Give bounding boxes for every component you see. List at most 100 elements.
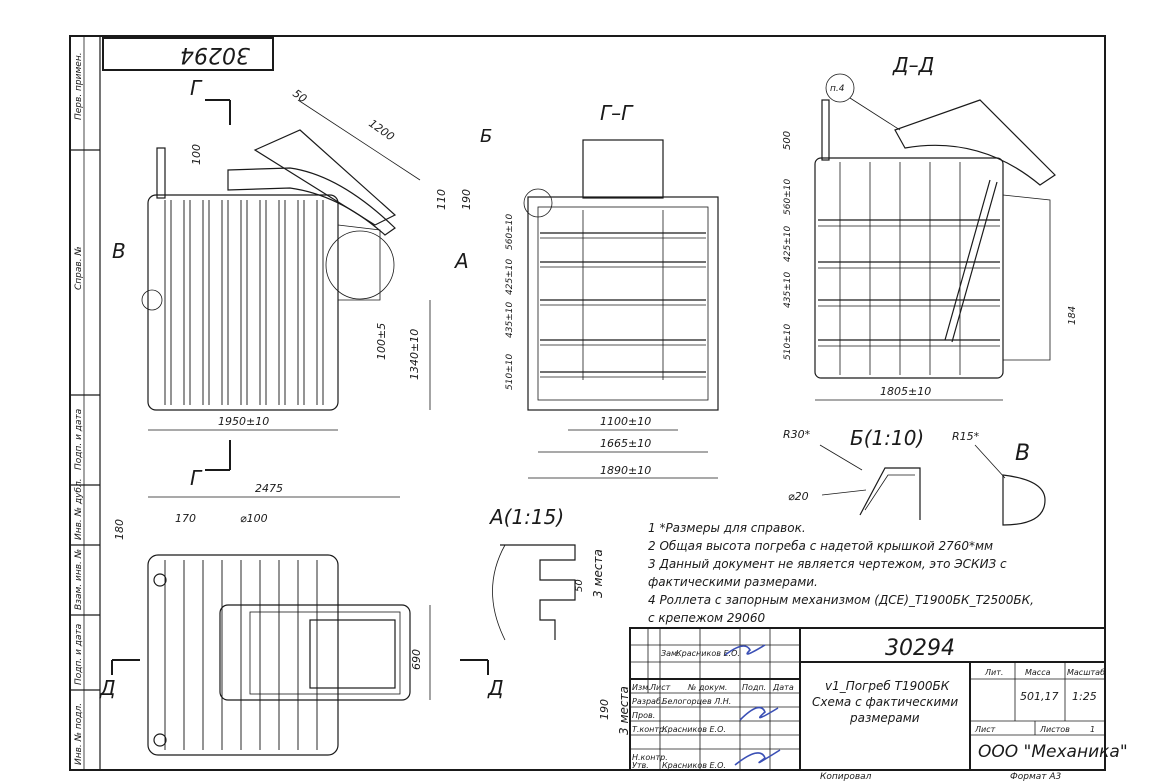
detail-v-view: В R15* xyxy=(952,430,1046,526)
top-stamp-box xyxy=(102,37,274,71)
front-view: Г–Г Б 560±10 425±10 435±10 510±10 1100±1… xyxy=(480,101,719,479)
signature-1 xyxy=(724,644,766,656)
detail-b-dim-r30: R30* xyxy=(783,428,811,441)
front-dim-435: 435±10 xyxy=(505,302,515,338)
front-dim-1890: 1890±10 xyxy=(600,464,651,477)
detail-v-dim-r15: R15* xyxy=(952,430,980,443)
side-dim-height: 1340±10 xyxy=(408,329,421,380)
detail-v-label: В xyxy=(112,239,126,263)
margin-label-4: Инв. № дубл. xyxy=(74,478,84,540)
tb-row-utv-role: Утв. xyxy=(632,761,649,770)
tb-row-utv-name: Красников Е.О. xyxy=(662,761,726,770)
detail-v-circle xyxy=(141,289,163,311)
dd-dim-435: 435±10 xyxy=(783,272,793,308)
front-dim-1665: 1665±10 xyxy=(600,437,651,450)
detail-a-dim-3places-2: 3 места xyxy=(617,686,631,735)
tb-header-date: Дата xyxy=(772,683,794,692)
side-dim-50: 50 xyxy=(290,87,309,106)
tb-name-line3: размерами xyxy=(849,711,920,725)
tb-row-razrab-name: Белогорцев Л.Н. xyxy=(662,697,731,706)
tb-mass-label: Масса xyxy=(1025,668,1051,677)
detail-b-view: Б(1:10) R30* ⌀20 xyxy=(783,426,924,520)
tb-sheets-label: Листов xyxy=(1039,725,1070,734)
tb-scale-value: 1:25 xyxy=(1072,690,1097,703)
tb-row-zam-role: Зам. xyxy=(661,649,680,658)
top-dim-2475: 2475 xyxy=(255,482,283,495)
detail-a-label: А xyxy=(453,249,469,273)
front-body xyxy=(527,196,719,411)
tb-scale-label: Масштаб xyxy=(1067,668,1105,677)
detail-a-dim-50: 50 xyxy=(574,579,585,592)
section-dd-body xyxy=(814,157,1004,379)
front-dim-510: 510±10 xyxy=(505,354,515,390)
tb-mass-value: 501,17 xyxy=(1020,690,1059,703)
section-mark-d-left: Д xyxy=(99,676,116,700)
title-doc-number: 30294 xyxy=(885,636,955,661)
top-stamp-number: 30294 xyxy=(180,42,250,67)
front-dim-1100: 1100±10 xyxy=(600,415,651,428)
side-dim-width: 1950±10 xyxy=(218,415,269,428)
section-mark-g-top: Г xyxy=(190,76,203,100)
side-dim-100-5: 100±5 xyxy=(375,323,388,360)
note-3b: фактическими размерами. xyxy=(648,575,818,589)
section-dd-callout: п.4 xyxy=(830,84,845,94)
detail-a-dim-3places: 3 места xyxy=(591,549,605,598)
top-dim-170: 170 xyxy=(175,512,196,525)
tb-row-zam-name: Красников Е.О. xyxy=(676,649,740,658)
front-dim-560: 560±10 xyxy=(505,214,515,250)
top-dim-180: 180 xyxy=(113,519,126,540)
detail-b-dim-d20: ⌀20 xyxy=(788,490,809,503)
note-3: 3 Данный документ не является чертежом, … xyxy=(648,557,1007,571)
margin-label-1: Перв. примен. xyxy=(74,52,84,120)
detail-a-title: А(1:15) xyxy=(488,505,564,529)
tb-name-line2: Схема с фактическими xyxy=(812,695,958,709)
top-view: 2475 170 ⌀100 180 690 Д Д xyxy=(99,482,504,756)
tb-lit-label: Лит. xyxy=(984,668,1003,677)
tb-row-tkontr-role: Т.контр. xyxy=(632,725,667,734)
tb-header-izm: Изм. xyxy=(632,683,651,692)
top-body xyxy=(147,554,339,756)
dd-dim-184: 184 xyxy=(1067,306,1078,325)
margin-label-3: Подп. и дата xyxy=(74,409,84,470)
margin-label-5: Взам. инв. № xyxy=(74,549,84,610)
title-block: 30294 Зам. Красников Е.О. Изм. Лист № до… xyxy=(629,627,1128,771)
side-dim-100: 100 xyxy=(190,144,203,165)
margin-label-2: Справ. № xyxy=(74,246,84,290)
detail-a-circle xyxy=(325,230,395,300)
detail-b-title: Б(1:10) xyxy=(850,426,924,450)
tb-company: ООО "Механика" xyxy=(978,742,1128,762)
side-dim-110: 110 xyxy=(435,189,448,210)
side-dim-1200: 1200 xyxy=(366,117,396,144)
margin-label-6: Подп. и дата xyxy=(74,624,84,685)
margin-label-7: Инв. № подл. xyxy=(74,703,84,765)
tb-header-list: Лист xyxy=(649,683,671,692)
dd-dim-425: 425±10 xyxy=(783,226,793,262)
section-mark-d-right: Д xyxy=(487,676,504,700)
detail-a-view: А(1:15) 50 3 места 190 3 места xyxy=(488,505,631,735)
tb-row-prov-role: Пров. xyxy=(632,711,655,720)
format-label: Формат А3 xyxy=(1010,772,1062,781)
detail-b-label: Б xyxy=(480,126,492,147)
top-dim-690: 690 xyxy=(410,649,423,670)
signature-2 xyxy=(739,706,779,721)
tb-header-sign: Подп. xyxy=(742,683,766,692)
side-view: Г 1950±10 1340±10 100±5 100 110 190 1200… xyxy=(112,76,473,490)
detail-v-title: В xyxy=(1015,441,1030,466)
tb-row-razrab-role: Разраб. xyxy=(632,697,663,706)
dd-dim-510: 510±10 xyxy=(783,324,793,360)
dd-dim-500: 500 xyxy=(782,131,793,150)
front-dim-425: 425±10 xyxy=(505,259,515,295)
top-dim-d100: ⌀100 xyxy=(240,512,268,525)
section-dd-title: Д–Д xyxy=(892,53,934,77)
section-dd-view: Д–Д п.4 500 560±10 425±10 435±10 510±10 … xyxy=(782,53,1078,401)
signature-3 xyxy=(734,749,781,766)
tb-name-line1: v1_Погреб Т1900БК xyxy=(825,679,950,693)
tb-header-doc: № докум. xyxy=(687,683,727,692)
section-mark-g-bottom: Г xyxy=(190,466,203,490)
front-title: Г–Г xyxy=(600,101,634,125)
sheet-frame xyxy=(69,35,1106,771)
copied-label: Копировал xyxy=(820,772,872,781)
note-2: 2 Общая высота погреба с надетой крышкой… xyxy=(648,539,993,553)
tb-row-nkontr-role: Н.контр. xyxy=(632,753,668,762)
